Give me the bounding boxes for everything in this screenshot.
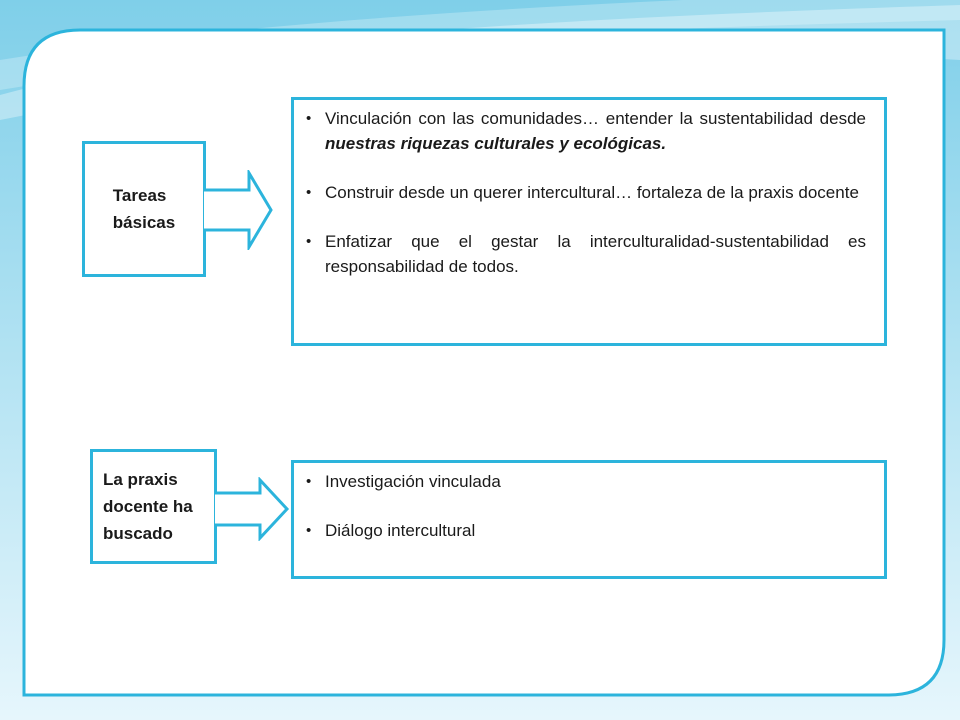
list-item: Investigación vinculada (306, 469, 866, 494)
label-line: básicas (112, 213, 176, 232)
list-item: Vinculación con las comunidades… entende… (306, 106, 866, 156)
list-item: Construir desde un querer intercultural…… (306, 180, 866, 205)
bullet-list: Vinculación con las comunidades… entende… (306, 106, 866, 279)
arrow-right-icon (215, 477, 290, 541)
list-item: Diálogo intercultural (306, 518, 866, 543)
label-box-praxis: La praxis docente ha buscado (90, 449, 217, 564)
label-text: La praxis docente ha buscado (103, 466, 193, 547)
arrow-right-icon (204, 170, 273, 250)
emphasis-text: nuestras riquezas culturales y ecológica… (325, 134, 667, 153)
bullet-list: Investigación vinculada Diálogo intercul… (306, 469, 866, 543)
label-line: buscado (103, 524, 173, 543)
label-box-tareas: Tareas básicas (82, 141, 206, 277)
content-box-praxis: Investigación vinculada Diálogo intercul… (291, 460, 887, 579)
label-text: Tareas básicas (113, 182, 175, 236)
label-line: docente ha (103, 497, 193, 516)
wave-decoration (0, 0, 960, 90)
label-line: Tareas (112, 186, 167, 205)
content-box-tareas: Vinculación con las comunidades… entende… (291, 97, 887, 346)
label-line: La praxis (103, 470, 178, 489)
list-item: Enfatizar que el gestar la intercultural… (306, 229, 866, 279)
